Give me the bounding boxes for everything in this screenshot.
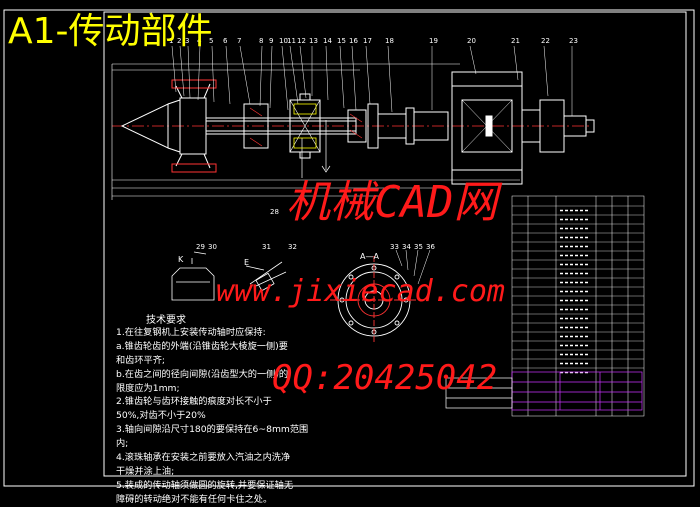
requirement-line: 2.锥齿轮与齿环接触的痕度对长不小于: [116, 396, 272, 408]
item-number: 14: [323, 37, 332, 45]
item-number: 8: [259, 37, 264, 45]
item-number: 7: [237, 37, 242, 45]
requirement-line: b.在齿之间的径向间隙(沿齿型大的一侧)的: [116, 368, 289, 380]
section-a-a-label: A—A: [360, 252, 379, 261]
item-number: 6: [223, 37, 228, 45]
requirement-line: 50%,对齿不小于20%: [116, 410, 206, 422]
title-block: [445, 371, 643, 411]
item-number: 31: [262, 243, 271, 251]
item-number-bottom: 28: [270, 208, 279, 216]
view-k-label: K: [178, 255, 184, 264]
item-number: 12: [297, 37, 306, 45]
technical-requirements-list: 1.在往复钢机上安装传动轴时应保持: a.锥齿轮齿的外端(沿锥齿轮大棱旋一侧)要和…: [116, 326, 308, 507]
requirement-line: 4.滚珠轴承在安装之前要放入汽油之内洗净: [116, 452, 291, 464]
requirement-line: 干燥并涂上油;: [116, 465, 175, 477]
drawing-title: A1-传动部件: [8, 11, 213, 52]
view-e-label: E: [244, 258, 250, 267]
item-number: 22: [541, 37, 550, 45]
item-number: 15: [337, 37, 346, 45]
item-number: 3: [185, 37, 190, 45]
requirement-line: 内;: [116, 438, 129, 450]
item-number: 2: [177, 37, 182, 45]
item-number: 5: [209, 37, 214, 45]
requirement-line: 和齿环平齐;: [116, 354, 166, 366]
shaft-assembly-elevation: [111, 45, 595, 200]
item-number: 4: [197, 37, 202, 45]
view-k: [171, 251, 215, 301]
item-number: 9: [269, 37, 274, 45]
item-number: 13: [309, 37, 318, 45]
item-number: 30: [208, 243, 217, 251]
section-a-a: [330, 249, 431, 344]
watermark-site-name: 机械CAD网: [286, 177, 498, 228]
item-number: 33: [390, 243, 399, 251]
item-number: 19: [429, 37, 438, 45]
item-number: 35: [414, 243, 423, 251]
item-number: 29: [196, 243, 205, 251]
bearing-highlights: [293, 103, 317, 149]
inner-border: [103, 11, 687, 477]
item-number: 36: [426, 243, 435, 251]
hatching-red: [249, 107, 363, 147]
item-number: 17: [363, 37, 372, 45]
drawing-sheet: [3, 9, 695, 487]
item-number: 18: [385, 37, 394, 45]
item-number: 23: [569, 37, 578, 45]
item-number: 21: [511, 37, 520, 45]
outer-border: [3, 9, 695, 487]
watermark-qq: QQ:20425042: [272, 358, 498, 398]
requirement-line: 障碍的转动绝对不能有任何卡住之处。: [116, 493, 273, 505]
item-number: 20: [467, 37, 476, 45]
parts-list-rows: [512, 205, 644, 374]
requirement-line: 1.在往复钢机上安装传动轴时应保持:: [116, 327, 266, 338]
item-number: 32: [288, 243, 297, 251]
item-number: 34: [402, 243, 411, 251]
item-number: 11: [287, 37, 296, 45]
view-e: [245, 261, 287, 292]
requirement-line: 3.轴向间隙沿尺寸180的要保持在6~8mm范围: [116, 424, 309, 436]
requirement-line: 限度应为1mm;: [116, 382, 180, 394]
technical-requirements-heading: 技术要求: [146, 315, 186, 326]
watermark-url: www.jixiecad.com: [216, 274, 505, 309]
item-number: 16: [349, 37, 358, 45]
item-number: 10: [279, 37, 288, 45]
requirement-line: a.锥齿轮齿的外端(沿锥齿轮大棱旋一侧)要: [116, 340, 288, 352]
parts-list-table: [511, 195, 645, 417]
requirement-line: 5.装成的传动轴须做圆的旋转,并要保证轴无: [116, 479, 294, 491]
item-number: 1: [169, 37, 174, 45]
